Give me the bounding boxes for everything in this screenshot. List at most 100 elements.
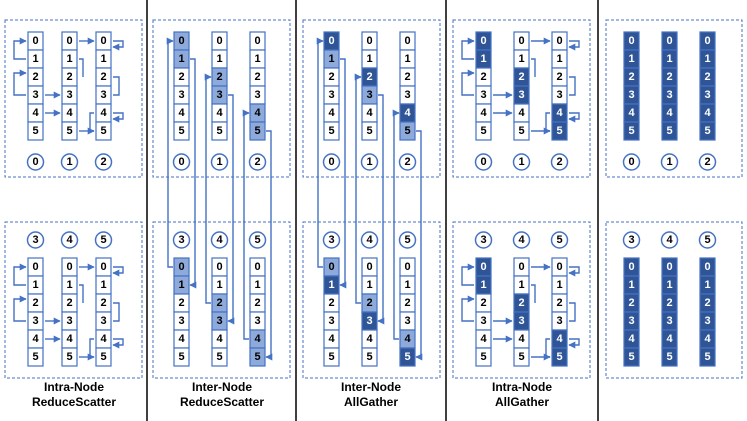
chunk-label: 4	[628, 333, 635, 345]
chunk-label: 4	[328, 333, 335, 345]
chunk-label: 3	[628, 89, 634, 101]
chunk-label: 3	[556, 315, 562, 327]
chunk-label: 0	[216, 35, 222, 47]
chunk-label: 2	[518, 297, 524, 309]
chunk-cell	[249, 121, 266, 141]
chunk-cell	[361, 347, 378, 367]
chunk-label: 3	[66, 315, 72, 327]
gpu-id-circle	[550, 231, 569, 249]
gpu-id-label: 3	[480, 234, 486, 246]
chunk-label: 2	[32, 71, 38, 83]
inter-node-arrow	[392, 109, 400, 340]
inter-node-arrow	[166, 37, 174, 268]
chunk-label: 4	[628, 107, 635, 119]
caption-line1: Intra-Node	[492, 380, 552, 394]
chunk-cell	[173, 347, 190, 367]
chunk-label: 1	[32, 279, 38, 291]
caption-line2: AllGather	[343, 395, 398, 409]
chunk-label: 3	[666, 89, 672, 101]
gpu-id-label: 1	[216, 156, 222, 168]
chunk-label: 4	[178, 333, 185, 345]
chunk-label: 2	[404, 297, 410, 309]
chunk-label: 5	[328, 351, 334, 363]
node-box	[452, 19, 591, 178]
chunk-label: 2	[404, 71, 410, 83]
chunk-cell	[61, 347, 78, 367]
curl-arrow	[568, 266, 580, 277]
chunk-label: 5	[100, 125, 106, 137]
chunk-label: 1	[366, 279, 372, 291]
chunk-label: 1	[66, 279, 72, 291]
chunk-label: 4	[556, 107, 563, 119]
inter-node-arrow	[242, 109, 250, 340]
chunk-label: 0	[480, 35, 486, 47]
gpu-id-circle	[172, 231, 191, 249]
chunk-cell	[399, 347, 416, 367]
chunk-cell	[513, 347, 530, 367]
gpu-id-circle	[248, 153, 267, 171]
chunk-cell	[699, 121, 716, 141]
chunk-label: 0	[404, 261, 410, 273]
chunk-label: 4	[480, 333, 487, 345]
chunk-label: 0	[556, 35, 562, 47]
gpu-id-circle	[698, 153, 717, 171]
chunk-label: 1	[254, 53, 260, 65]
gpu-id-label: 0	[178, 156, 184, 168]
chunk-label: 1	[556, 53, 562, 65]
chunk-label: 1	[100, 53, 106, 65]
chunk-label: 4	[366, 333, 373, 345]
chunk-label: 1	[178, 53, 184, 65]
chunk-label: 1	[32, 53, 38, 65]
chunk-label: 0	[66, 35, 72, 47]
chunk-label: 3	[480, 89, 486, 101]
chunk-label: 1	[704, 53, 710, 65]
gpu-id-label: 1	[518, 156, 524, 168]
chunk-label: 2	[66, 297, 72, 309]
chunk-label: 2	[628, 297, 634, 309]
node-box	[302, 221, 441, 379]
chunk-label: 2	[32, 297, 38, 309]
bracket-line	[113, 302, 120, 322]
caption-line1: Intra-Node	[44, 380, 104, 394]
chunk-label: 3	[100, 89, 106, 101]
chunk-label: 0	[666, 261, 672, 273]
chunk-label: 0	[628, 35, 634, 47]
gpu-id-label: 1	[366, 156, 372, 168]
bracket-line	[79, 284, 84, 303]
gpu-id-circle	[60, 231, 79, 249]
chunk-label: 4	[666, 333, 673, 345]
gpu-id-circle	[398, 153, 417, 171]
curl-arrow	[461, 69, 475, 96]
chunk-label: 2	[704, 297, 710, 309]
chunk-label: 2	[216, 297, 222, 309]
gpu-id-circle	[660, 231, 679, 249]
inter-node-arrow	[316, 37, 324, 268]
gpu-id-circle	[26, 153, 45, 171]
chunk-label: 1	[66, 53, 72, 65]
chunk-label: 1	[666, 53, 672, 65]
chunk-label: 3	[366, 315, 372, 327]
chunk-cell	[27, 121, 44, 141]
gpu-id-label: 1	[66, 156, 72, 168]
curl-arrow	[13, 295, 27, 322]
chunk-label: 5	[366, 351, 372, 363]
chunk-label: 1	[628, 53, 634, 65]
chunk-label: 1	[518, 279, 524, 291]
node-box	[152, 221, 291, 379]
gpu-id-circle	[360, 153, 379, 171]
caption-inter-allgather: Inter-Node AllGather	[296, 380, 446, 410]
chunk-cell	[399, 121, 416, 141]
curl-arrow	[568, 112, 580, 123]
chunk-label: 5	[216, 125, 222, 137]
caption-line1: Inter-Node	[341, 380, 401, 394]
